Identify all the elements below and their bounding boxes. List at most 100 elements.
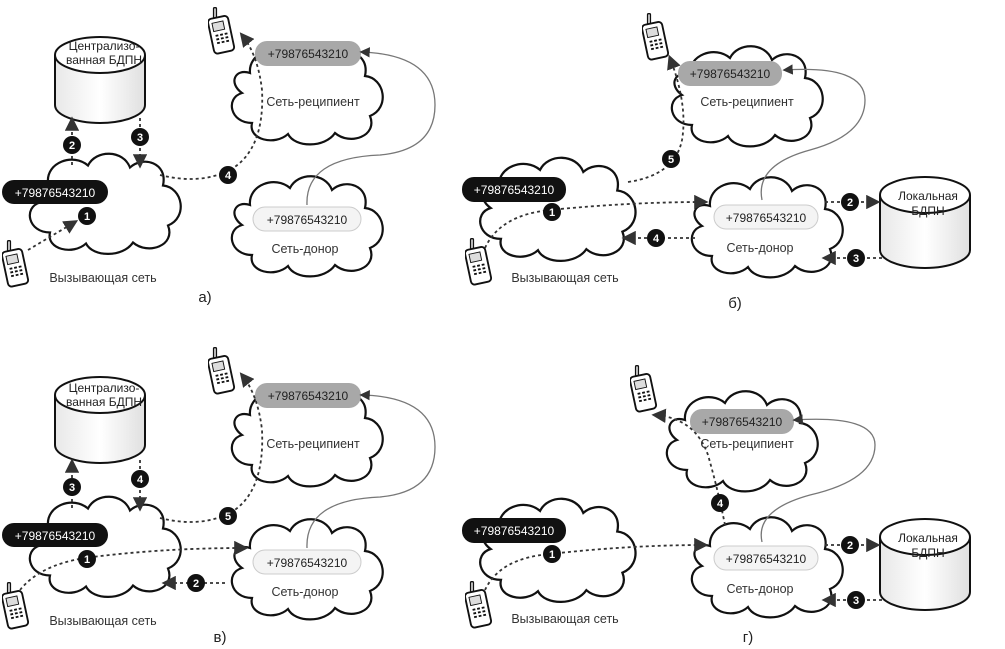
label-text: +79876543210: [15, 529, 96, 543]
number-pill: [690, 409, 794, 434]
label-text: Сеть-донор: [271, 585, 338, 599]
label-text: Сеть-донор: [726, 241, 793, 255]
label-text: +79876543210: [726, 552, 807, 566]
step-number: 1: [549, 207, 555, 219]
step-number: 5: [668, 154, 674, 166]
number-pill: [255, 383, 361, 408]
panel-b: Локальная БДПН +79876543210 +79876543210…: [462, 12, 971, 312]
donor-number-pill: [252, 206, 362, 232]
step-number: 3: [853, 595, 859, 607]
label-text: Сеть-реципиент: [700, 95, 794, 109]
label-text: Локальная: [898, 189, 958, 203]
label-text: +79876543210: [474, 524, 555, 538]
recipient-network-label: Сеть-реципиент: [266, 95, 360, 109]
step-number: 5: [225, 511, 231, 523]
step-badge: [543, 545, 561, 563]
label-text: в): [214, 629, 227, 646]
caller-phone-icon: [465, 237, 493, 287]
label-text: +79876543210: [268, 389, 349, 403]
caller-number-pill: [2, 180, 108, 204]
label-text: +79876543210: [726, 211, 807, 225]
number-pill: [678, 61, 782, 86]
porting-arrow: [306, 390, 436, 549]
panel-a-caption: а): [198, 289, 211, 306]
number-pill: [2, 523, 108, 547]
panel-a: Централизо- ванная БДПН +79876543210 +79…: [2, 6, 436, 306]
step-badge: [131, 128, 149, 146]
label-text: Сеть-донор: [726, 582, 793, 596]
number-pill: [252, 549, 362, 575]
step-badge: [841, 536, 859, 554]
step-badge: [187, 574, 205, 592]
step-number: 1: [84, 554, 90, 566]
step-badge: [847, 249, 865, 267]
porting-arrow: [760, 64, 866, 201]
panel-c: Централизо- ванная БДПН +79876543210 +79…: [2, 346, 436, 646]
label-text: БДПН: [911, 204, 944, 218]
label-text: Сеть-реципиент: [266, 437, 360, 451]
step-number: 2: [847, 540, 853, 552]
label-text: ванная БДПН: [66, 395, 142, 409]
step-number: 3: [69, 482, 75, 494]
caller-phone-icon: [2, 239, 30, 289]
label-text: +79876543210: [267, 556, 348, 570]
step-number: 3: [137, 132, 143, 144]
callee-phone-icon: [208, 6, 236, 56]
label-text: БДПН: [911, 546, 944, 560]
panel-d: Локальная БДПН +79876543210 +79876543210…: [462, 364, 971, 646]
step-number: 2: [69, 140, 75, 152]
label-text: Вызывающая сеть: [511, 271, 618, 285]
step-badge: [78, 207, 96, 225]
number-pill: [462, 177, 566, 202]
step-number: 1: [549, 549, 555, 561]
step-number: 4: [225, 170, 232, 182]
label-text: Сеть-реципиент: [700, 437, 794, 451]
step-badge: [219, 507, 237, 525]
caller-number: +79876543210: [15, 186, 96, 200]
phone-icon: [630, 364, 658, 414]
label-text: г): [743, 629, 753, 646]
step-number: 4: [717, 498, 724, 510]
step-badge: [841, 193, 859, 211]
recipient-number: +79876543210: [268, 47, 349, 61]
signal-arrow: [159, 372, 264, 523]
step-number: 2: [193, 578, 199, 590]
number-pill: [713, 545, 819, 571]
central-db: Централизо- ванная БДПН: [54, 36, 146, 124]
signal-arrow: [159, 32, 264, 180]
label-text: Вызывающая сеть: [49, 614, 156, 628]
porting-arrow: [760, 414, 876, 543]
signal-arrow: [651, 408, 726, 526]
step-badge: [63, 478, 81, 496]
label-text: +79876543210: [702, 415, 783, 429]
step-badge: [662, 150, 680, 168]
step-badges: 1 2 3 4: [63, 128, 237, 225]
step-badge: [847, 591, 865, 609]
phone-icon: [208, 346, 236, 396]
label-text: б): [728, 295, 742, 312]
step-number: 4: [137, 474, 144, 486]
step-badge: [78, 550, 96, 568]
label-text: Вызывающая сеть: [511, 612, 618, 626]
signal-arrow: [627, 54, 685, 183]
phone-icon: [465, 580, 493, 630]
donor-network-label: Сеть-донор: [271, 242, 338, 256]
step-number: 3: [853, 253, 859, 265]
db-label-1: Централизо-: [69, 39, 140, 53]
signal-arrow: [19, 540, 249, 591]
step-number: 4: [653, 233, 660, 245]
callee-phone-icon: [642, 12, 670, 62]
phone-icon: [2, 581, 30, 631]
db-label-2: ванная БДПН: [66, 53, 142, 67]
step-badge: [131, 470, 149, 488]
step-badge: [647, 229, 665, 247]
donor-number: +79876543210: [267, 213, 348, 227]
step-badge: [543, 203, 561, 221]
step-number: 2: [847, 197, 853, 209]
step-badge: [711, 494, 729, 512]
porting-arrow: [306, 47, 436, 206]
step-badge: [63, 136, 81, 154]
number-pill: [462, 518, 566, 543]
local-db: Локальная БДПН: [879, 176, 971, 269]
